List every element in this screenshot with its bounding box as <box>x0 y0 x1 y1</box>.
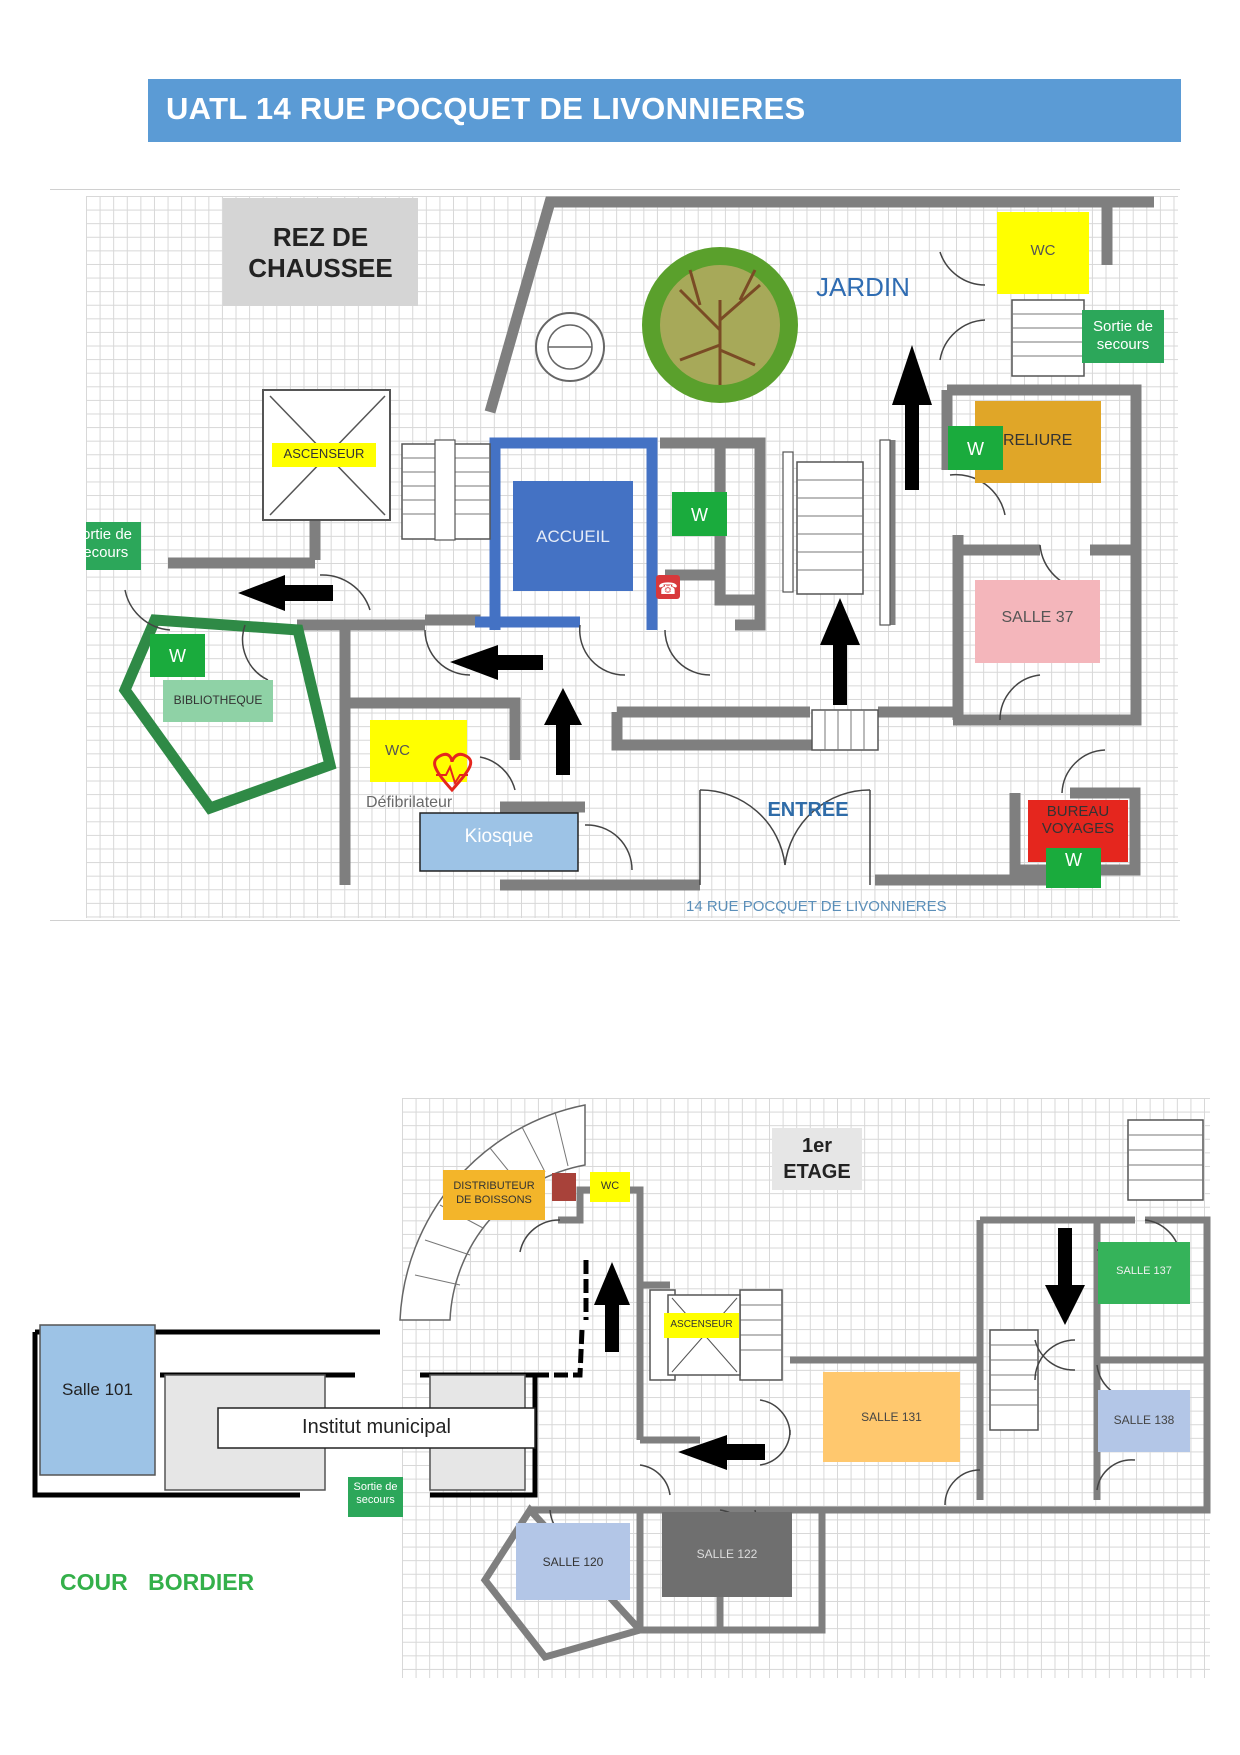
sortie-right-label: Sortie de secours <box>1082 318 1164 354</box>
arrow-up-2-icon <box>820 598 860 705</box>
sortie-left-line2: secours <box>75 544 129 561</box>
salle-120-label: SALLE 120 <box>542 1555 604 1569</box>
wall-accueil-corner <box>425 614 481 626</box>
sortie-right-line2: secours <box>1096 336 1150 353</box>
wall-bureau <box>1009 787 1141 876</box>
salle-138-label: SALLE 138 <box>1113 1413 1175 1427</box>
ground-heading-box <box>223 198 418 306</box>
ground-heading-line2: CHAUSSEE <box>248 253 393 283</box>
salle-137-label: SALLE 137 <box>1116 1265 1172 1277</box>
sortie-ff-line1: Sortie de <box>353 1481 398 1493</box>
street-label: 14 RUE POCQUET DE LIVONNIERES <box>686 898 947 915</box>
wc-top-label: WC <box>1030 242 1056 259</box>
wall-wc-top <box>345 697 521 760</box>
wall-top <box>484 196 1154 414</box>
sortie-left-box <box>86 522 141 570</box>
arrow-up-3-icon <box>892 345 932 490</box>
room-kiosque <box>419 812 579 872</box>
arrow-left-1-icon <box>238 575 333 611</box>
w-bureau-box <box>1046 848 1101 888</box>
w-biblio-box <box>150 634 205 677</box>
bureau-voyages-label: BUREAU VOYAGES <box>1028 803 1128 837</box>
w-reliure-box <box>948 426 1003 470</box>
ff-heading-line1: 1er <box>801 1135 833 1157</box>
room-bibliotheque <box>163 680 273 722</box>
accueil-label: ACCUEIL <box>536 527 610 546</box>
ascenseur-ff-label: ASCENSEUR <box>670 1319 733 1330</box>
sortie-ff-line2: secours <box>356 1494 395 1506</box>
arrow-up-1-icon <box>544 688 582 775</box>
title-banner: UATL 14 RUE POCQUET DE LIVONNIERES <box>148 79 1181 142</box>
sortie-right-line1: Sortie de <box>1092 318 1154 335</box>
distributeur-line2: DE BOISSONS <box>456 1194 532 1206</box>
ff-heading: 1er ETAGE <box>772 1133 862 1185</box>
entree-label: ENTREE <box>767 799 849 821</box>
sortie-right-box <box>1082 310 1164 363</box>
sortie-left-label: Sortie de secours <box>63 526 141 562</box>
salle-131-label: SALLE 131 <box>861 1410 922 1424</box>
arrow-left-2-icon <box>450 645 543 680</box>
ground-floor-heading: REZ DE CHAUSSEE <box>223 222 418 284</box>
direction-arrows <box>238 345 932 775</box>
stairs-ground-center <box>796 461 864 595</box>
wall-ff-left-outer <box>32 1332 300 1498</box>
stairs-entree <box>811 709 879 751</box>
sortie-ff-label: Sortie de secours <box>348 1481 403 1507</box>
salle-122-label: SALLE 122 <box>696 1547 758 1561</box>
ascenseur-label-box <box>272 443 376 467</box>
phone-icon <box>656 575 680 599</box>
defibrillator-icon <box>433 752 473 793</box>
wc-bottom-label: WC <box>385 742 410 759</box>
wall-accueil <box>489 437 658 630</box>
stairs-ground-right <box>1011 299 1085 377</box>
separator-top <box>50 189 1180 190</box>
w-biblio-label: W <box>169 646 186 666</box>
wall-bibliotheque <box>118 614 337 815</box>
wall-corridor-low <box>611 712 812 751</box>
defibrillateur-label: Défibrilateur <box>366 794 453 811</box>
jardin-label: JARDIN <box>816 272 910 302</box>
bureau-line2: VOYAGES <box>1041 820 1115 837</box>
wc-ff-label: WC <box>600 1180 620 1192</box>
ascenseur-ground-label: ASCENSEUR <box>283 446 365 461</box>
wall-stair-left <box>660 437 766 631</box>
salle-101-label: Salle 101 <box>62 1380 133 1399</box>
room-salle-101 <box>39 1324 156 1476</box>
wall-left-vertical <box>297 619 351 885</box>
salle-37-label: SALLE 37 <box>1001 609 1074 626</box>
institut-label: Institut municipal <box>302 1416 451 1438</box>
w-accueil-box <box>672 492 727 536</box>
reliure-label: RELIURE <box>1003 432 1073 449</box>
distributeur-label: DISTRIBUTEUR DE BOISSONS <box>443 1179 545 1207</box>
room-salle-37 <box>975 580 1100 663</box>
room-accueil <box>513 481 633 591</box>
page-title: UATL 14 RUE POCQUET DE LIVONNIERES <box>166 91 806 126</box>
separator-bottom <box>50 920 1180 921</box>
distributeur-line1: DISTRIBUTEUR <box>453 1180 535 1192</box>
ground-heading-line1: REZ DE <box>272 222 369 252</box>
kiosque-label: Kiosque <box>464 826 534 847</box>
ground-floor-svg: ☎ <box>86 196 1164 891</box>
ff-heading-line2: ETAGE <box>783 1161 851 1183</box>
sortie-left-line1: Sortie de <box>71 526 133 543</box>
w-bureau-label: W <box>1065 850 1082 870</box>
svg-text:☎: ☎ <box>658 581 678 598</box>
cour-bordier-label: COUR BORDIER <box>60 1569 255 1595</box>
w-accueil-label: W <box>691 505 708 525</box>
w-reliure-label: W <box>967 439 984 459</box>
ground-floor-plan: ☎ REZ DE CHAUSSEE JARDIN WC Sortie de se… <box>72 196 1178 918</box>
bureau-line1: BUREAU <box>1046 803 1110 820</box>
room-wc-top <box>997 212 1089 294</box>
bibliotheque-label: BIBLIOTHEQUE <box>173 693 263 707</box>
